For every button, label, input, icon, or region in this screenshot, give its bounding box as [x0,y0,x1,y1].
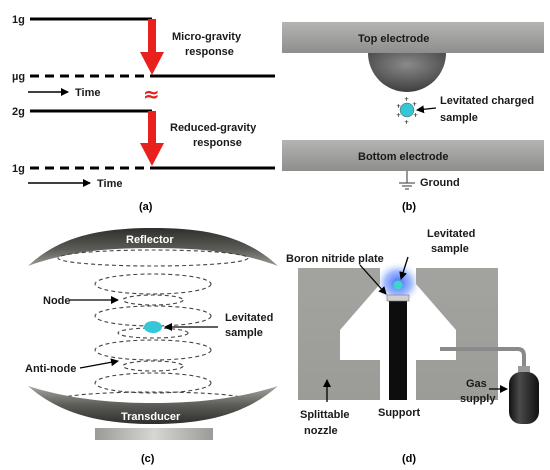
node-label: Node [43,295,71,307]
sample-pointer-d [399,256,409,280]
gas-label-1: Gas [466,378,487,390]
ground-label: Ground [420,177,460,189]
svg-text:+: + [412,101,417,108]
label-ug: µg [12,71,25,83]
reflector [28,228,278,266]
electrode-dome [368,53,446,92]
support-rod [389,300,407,400]
gas-tube [440,347,526,370]
svg-text:+: + [404,96,409,103]
svg-text:+: + [413,112,418,119]
svg-text:+: + [396,112,401,119]
boron-plate-label: Boron nitride plate [286,253,384,265]
boron-plate-pointer [359,264,387,295]
approx-symbol: ≈ [143,82,160,106]
gas-label-2: supply [460,393,496,405]
panel-c: Reflector Node Levitated sample Anti-nod… [25,228,278,465]
reflector-label: Reflector [126,234,174,246]
panel-b: Top electrode +++ +++ Levitated charged … [282,22,544,213]
nozzle-label-1: Splittable [300,409,350,421]
caption-b: (b) [402,201,416,213]
panel-a: 1g µg Micro-gravity response Time ≈ 2g 1… [12,14,275,213]
svg-text:+: + [396,103,401,110]
sample-label-b-1: Levitated charged [440,95,534,107]
nozzle-right-half [416,268,498,400]
sample-label-d-1: Levitated [427,228,475,240]
micro-gravity-label-1: Micro-gravity [172,31,242,43]
micro-gravity-arrow [140,19,164,75]
gas-supply-cylinder [509,372,539,424]
anti-node-label: Anti-node [25,363,76,375]
caption-c: (c) [141,453,155,465]
gas-valve [518,366,530,374]
sample-label-c-1: Levitated [225,312,273,324]
levitated-sample-c [144,321,162,333]
reduced-gravity-label-1: Reduced-gravity [170,122,257,134]
nozzle-left-half [298,268,380,400]
nozzle-label-2: nozzle [304,425,338,437]
anti-node-pointer [79,358,119,369]
top-electrode-label: Top electrode [358,33,429,45]
sample-label-d-2: sample [431,243,469,255]
sample-label-c-2: sample [225,327,263,339]
label-2g: 2g [12,106,25,118]
ground-icon [399,171,415,190]
caption-a: (a) [139,201,153,213]
transducer-base [95,428,213,440]
panel-d: Boron nitride plate Levitated sample Spl… [286,228,539,465]
boron-nitride-plate [386,294,410,302]
reduced-gravity-label-2: response [193,137,242,149]
levitated-charged-sample: +++ +++ [396,96,418,126]
label-1g-top: 1g [12,14,25,26]
time-label-top: Time [75,87,100,99]
label-1g-bottom: 1g [12,163,25,175]
bottom-electrode-label: Bottom electrode [358,151,448,163]
transducer-label: Transducer [121,411,181,423]
support-label: Support [378,407,420,419]
top-electrode [282,22,544,53]
micro-gravity-label-2: response [185,46,234,58]
sample-label-b-2: sample [440,112,478,124]
bottom-electrode [282,140,544,171]
caption-d: (d) [402,453,416,465]
sample-pointer-b [416,105,437,114]
reduced-gravity-arrow [140,111,164,166]
svg-text:+: + [404,119,409,126]
time-label-bottom: Time [97,178,122,190]
transducer [28,386,278,424]
levitated-sample-d [393,280,403,290]
